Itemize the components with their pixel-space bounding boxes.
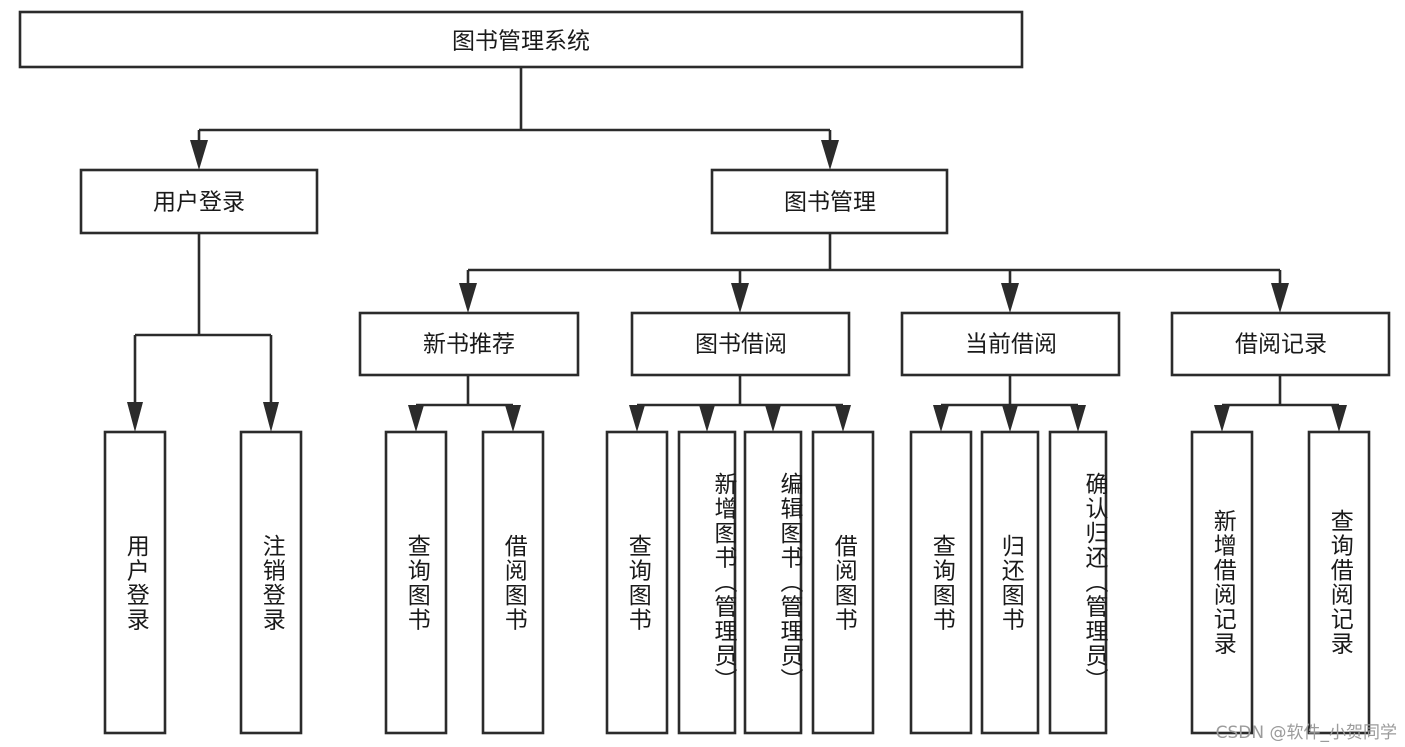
node-level2-1-label: 图书管理 (784, 190, 876, 216)
watermark-text: CSDN @软件_小贺同学 (1215, 723, 1397, 743)
node-level3-2-box[interactable] (900, 311, 1121, 377)
node-leaf-3-box[interactable] (481, 430, 545, 735)
node-leaf-10-box[interactable] (1048, 430, 1108, 735)
arrow-head-leaf-1 (127, 402, 143, 432)
arrow-head-user-login (190, 140, 208, 170)
arrow-head-leaf-6 (699, 405, 715, 432)
node-root-box[interactable] (18, 10, 1024, 69)
node-level3-0-label: 新书推荐 (423, 332, 515, 358)
node-leaf-8-box[interactable] (909, 430, 973, 735)
arrow-head-leaf-5 (629, 405, 645, 432)
arrow-head-leaf-8 (835, 405, 851, 432)
node-level3-3-label: 借阅记录 (1235, 332, 1327, 358)
arrow-head-leaf-13 (1331, 405, 1347, 432)
arrow-head-leaf-12 (1214, 405, 1230, 432)
node-leaf-0-box[interactable] (103, 430, 167, 735)
node-leaf-5-box[interactable] (677, 430, 737, 735)
arrow-head-borrow (731, 283, 749, 313)
node-leaf-11-box[interactable] (1190, 430, 1254, 735)
node-level3-1-label: 图书借阅 (695, 332, 787, 358)
node-level3-1-box[interactable] (630, 311, 851, 377)
node-leaf-6-box[interactable] (743, 430, 803, 735)
node-level3-2-label: 当前借阅 (965, 332, 1057, 358)
horizontal-label-group: 图书管理系统 用户登录 图书管理 新书推荐 图书借阅 当前借阅 借阅记录 (153, 29, 1327, 358)
arrow-head-newbook (459, 283, 477, 313)
node-leaf-4-box[interactable] (605, 430, 669, 735)
node-level3-0-box[interactable] (358, 311, 580, 377)
connector-group (127, 67, 1347, 432)
node-level2-0-box[interactable] (79, 168, 319, 235)
node-leaf-2-box[interactable] (384, 430, 448, 735)
node-level2-0-label: 用户登录 (153, 190, 245, 216)
arrow-head-leaf-4 (505, 405, 521, 432)
node-leaf-9-box[interactable] (980, 430, 1040, 735)
arrow-head-leaf-10 (1002, 405, 1018, 432)
arrow-head-leaf-7 (765, 405, 781, 432)
arrow-head-leaf-3 (408, 405, 424, 432)
arrow-head-records (1271, 283, 1289, 313)
node-level3-3-box[interactable] (1170, 311, 1391, 377)
arrow-head-current (1001, 283, 1019, 313)
node-root-label: 图书管理系统 (452, 29, 590, 55)
node-leaf-7-box[interactable] (811, 430, 875, 735)
node-box-group (18, 10, 1391, 735)
arrow-head-leaf-2 (263, 402, 279, 432)
node-leaf-12-box[interactable] (1307, 430, 1371, 735)
arrow-head-leaf-11 (1070, 405, 1086, 432)
node-level2-1-box[interactable] (710, 168, 949, 235)
arrow-head-leaf-9 (933, 405, 949, 432)
node-leaf-1-box[interactable] (239, 430, 303, 735)
arrow-head-book-manage (821, 140, 839, 170)
